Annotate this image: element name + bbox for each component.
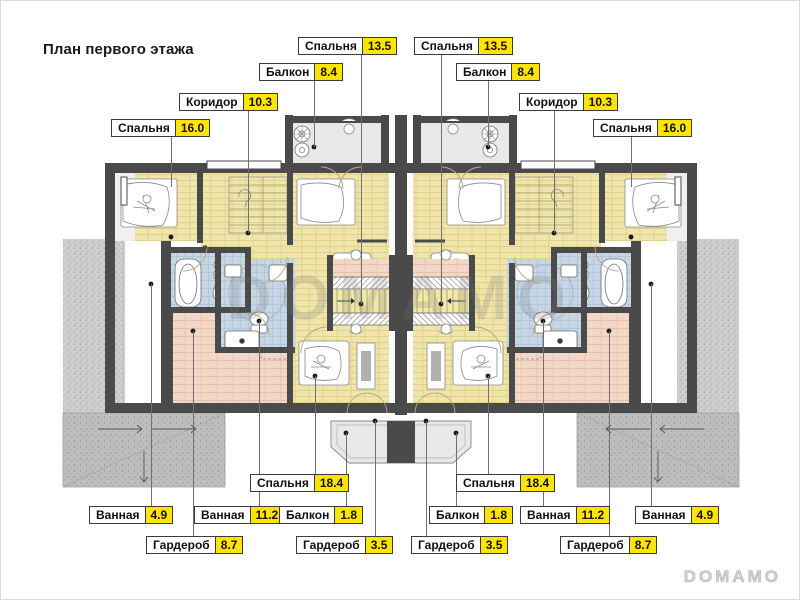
balcony-top-right — [416, 116, 514, 166]
leader-line-bathroom-far-right-49 — [651, 284, 652, 506]
room-label-corridor-left-10: Коридор 10.3 — [179, 93, 278, 111]
room-area: 18.4 — [313, 475, 349, 491]
doors — [182, 246, 620, 354]
leader-line-bathroom-right-112 — [543, 321, 544, 506]
room-name: Спальня — [118, 121, 170, 135]
room-label-wardrobe-left-87: Гардероб 8.7 — [146, 536, 244, 554]
room-label-bathroom-right-112: Ванная 11.2 — [520, 506, 611, 524]
room-area: 3.5 — [479, 537, 508, 553]
leader-line-bedroom-lower-left-18 — [315, 376, 316, 474]
room-name: Балкон — [463, 65, 507, 79]
leader-line-bathroom-left-112 — [259, 321, 260, 506]
room-label-balcony-right-8: Балкон 8.4 — [456, 63, 541, 81]
room-name: Гардероб — [567, 538, 624, 552]
leader-line-bedroom-ctrleft-13 — [361, 55, 362, 304]
room-name: Ванная — [527, 508, 571, 522]
room-area: 11.2 — [575, 507, 610, 523]
room-area: 8.7 — [214, 537, 243, 553]
room-area: 10.3 — [582, 94, 617, 110]
leader-line-balcony-lower-right-18 — [456, 433, 457, 506]
room-name: Спальня — [257, 476, 309, 490]
windows — [120, 160, 682, 206]
room-name: Спальня — [421, 39, 473, 53]
room-label-bathroom-far-right-49: Ванная 4.9 — [635, 506, 720, 524]
room-name: Балкон — [266, 65, 310, 79]
room-label-bedroom-left-16: Спальня 16.0 — [111, 119, 211, 137]
room-label-wardrobe-right-35: Гардероб 3.5 — [411, 536, 509, 554]
room-label-bedroom-ctrleft-13: Спальня 13.5 — [298, 37, 398, 55]
leader-line-wardrobe-right-87 — [609, 331, 610, 536]
room-area: 18.4 — [519, 475, 555, 491]
leader-line-balcony-right-8 — [488, 81, 489, 147]
room-name: Гардероб — [418, 538, 475, 552]
room-label-balcony-lower-right-18: Балкон 1.8 — [429, 506, 514, 524]
room-area: 4.9 — [144, 507, 173, 523]
room-area: 16.0 — [656, 120, 692, 136]
room-name: Гардероб — [303, 538, 360, 552]
room-label-bedroom-ctrright-13: Спальня 13.5 — [414, 37, 514, 55]
room-label-balcony-left-8: Балкон 8.4 — [259, 63, 344, 81]
room-area: 8.4 — [511, 64, 540, 80]
room-area: 13.5 — [477, 38, 513, 54]
room-area: 13.5 — [361, 38, 397, 54]
central-stairs-left — [330, 249, 394, 335]
interior-partitions — [167, 173, 635, 413]
room-name: Балкон — [436, 508, 480, 522]
room-area: 1.8 — [334, 507, 363, 523]
leader-line-bedroom-right-16 — [631, 137, 632, 187]
room-label-bedroom-lower-right-18: Спальня 18.4 — [456, 474, 556, 492]
leader-line-bedroom-ctrright-13 — [441, 55, 442, 304]
leader-line-bedroom-lower-right-18 — [488, 376, 489, 474]
room-area: 3.5 — [364, 537, 393, 553]
room-area: 10.3 — [242, 94, 277, 110]
room-name: Балкон — [286, 508, 330, 522]
balcony-bottom — [330, 420, 472, 464]
room-name: Спальня — [463, 476, 515, 490]
room-label-bathroom-far-left-49: Ванная 4.9 — [89, 506, 174, 524]
room-label-wardrobe-left-35: Гардероб 3.5 — [296, 536, 394, 554]
room-area: 16.0 — [174, 120, 210, 136]
leader-line-corridor-right-10 — [554, 111, 555, 233]
room-label-bathroom-left-112: Ванная 11.2 — [194, 506, 285, 524]
leader-line-corridor-left-10 — [248, 111, 249, 233]
room-name: Спальня — [305, 39, 357, 53]
balcony-doors — [320, 166, 482, 414]
leader-line-bathroom-far-left-49 — [151, 284, 152, 506]
room-area: 11.2 — [249, 507, 284, 523]
leader-line-balcony-left-8 — [314, 81, 315, 147]
door-leaves — [203, 239, 445, 249]
room-name: Коридор — [186, 95, 238, 109]
room-name: Ванная — [96, 508, 140, 522]
room-name: Коридор — [526, 95, 578, 109]
balcony-top-left — [288, 116, 386, 166]
building-walls — [105, 115, 697, 415]
leader-line-wardrobe-left-87 — [193, 331, 194, 536]
room-label-wardrobe-right-87: Гардероб 8.7 — [560, 536, 658, 554]
room-label-corridor-right-10: Коридор 10.3 — [519, 93, 618, 111]
room-name: Ванная — [201, 508, 245, 522]
bathroom-left-block — [219, 259, 295, 352]
room-area: 8.4 — [314, 64, 343, 80]
room-area: 4.9 — [690, 507, 719, 523]
room-name: Ванная — [642, 508, 686, 522]
room-label-balcony-lower-left-18: Балкон 1.8 — [279, 506, 364, 524]
leader-line-wardrobe-right-35 — [426, 421, 427, 536]
leader-line-balcony-lower-left-18 — [346, 433, 347, 506]
room-label-bedroom-right-16: Спальня 16.0 — [593, 119, 693, 137]
leader-line-bedroom-left-16 — [171, 137, 172, 187]
room-name: Гардероб — [153, 538, 210, 552]
central-stairs-right — [408, 249, 472, 335]
room-label-bedroom-lower-left-18: Спальня 18.4 — [250, 474, 350, 492]
page-title: План первого этажа — [43, 41, 194, 58]
leader-line-wardrobe-left-35 — [375, 421, 376, 536]
room-name: Спальня — [600, 121, 652, 135]
room-area: 8.7 — [628, 537, 657, 553]
terrain-right — [576, 239, 740, 488]
room-area: 1.8 — [484, 507, 513, 523]
